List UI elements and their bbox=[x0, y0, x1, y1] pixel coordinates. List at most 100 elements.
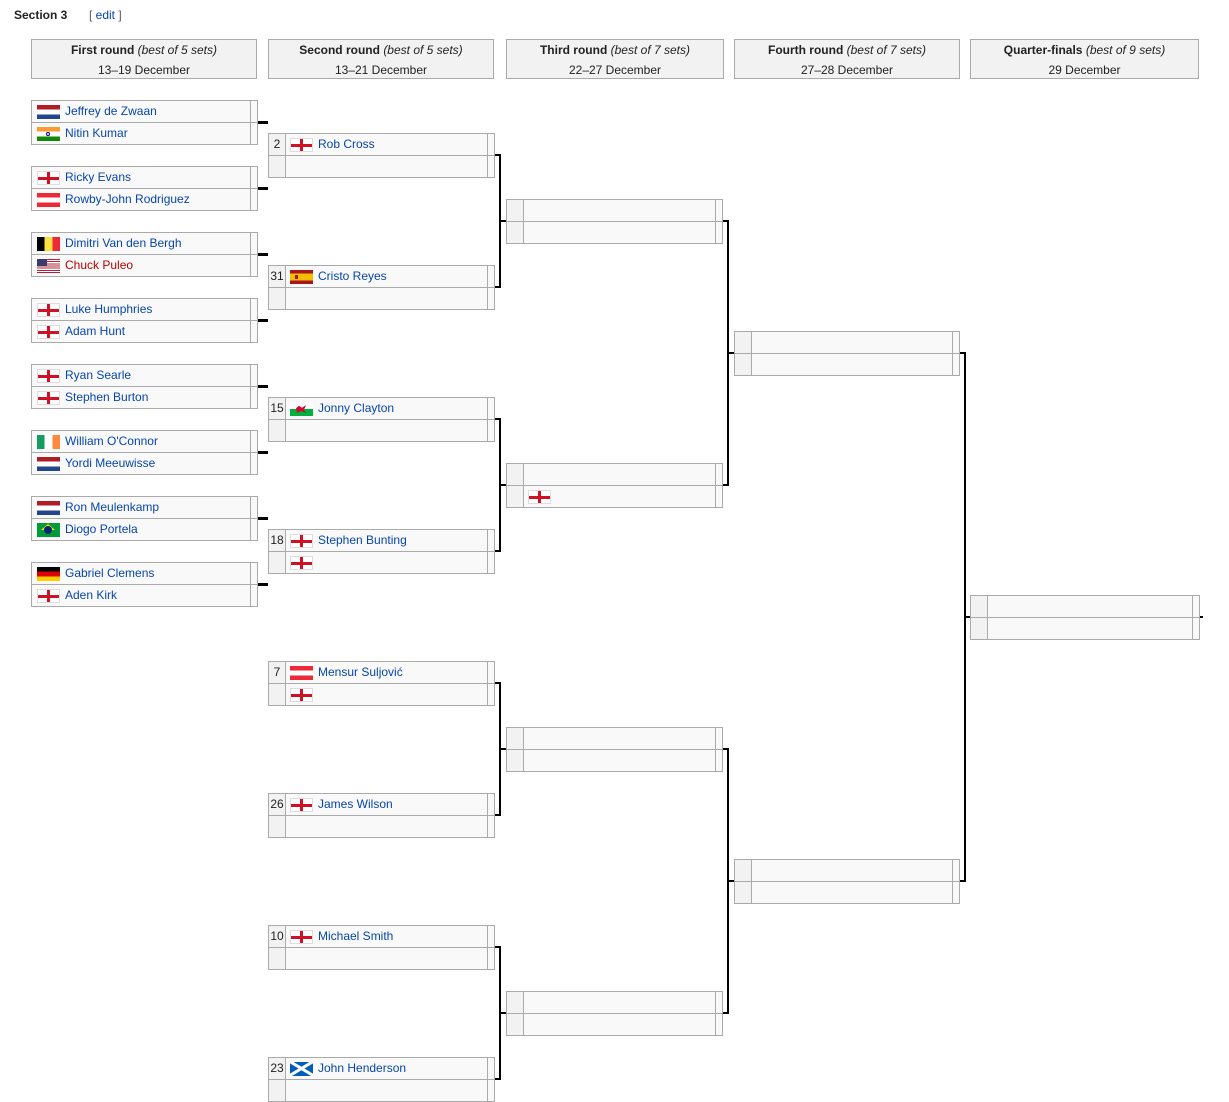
score-cell bbox=[250, 519, 257, 540]
scotland-flag-icon bbox=[290, 1062, 313, 1076]
bracket-connector bbox=[495, 418, 501, 420]
seed-number bbox=[735, 882, 752, 903]
third-round-slot bbox=[506, 749, 723, 772]
player-name-link[interactable]: Stephen Bunting bbox=[318, 533, 407, 547]
score-cell bbox=[487, 926, 494, 947]
round-format: (best of 7 sets) bbox=[846, 43, 927, 57]
england-flag-icon bbox=[37, 589, 60, 603]
round-format: (best of 7 sets) bbox=[610, 43, 691, 57]
round-dates: 13–19 December bbox=[97, 63, 191, 77]
player-name-link[interactable]: Aden Kirk bbox=[65, 588, 118, 602]
player-name-link[interactable]: William O'Connor bbox=[65, 434, 158, 448]
score-cell bbox=[487, 662, 494, 683]
player-name-link[interactable]: Ron Meulenkamp bbox=[65, 500, 160, 514]
second-round-slot bbox=[268, 1079, 495, 1102]
second-round-slot: 18 Stephen Bunting bbox=[268, 529, 495, 552]
round-dates: 29 December bbox=[1048, 63, 1121, 77]
england-flag-icon bbox=[37, 325, 60, 339]
player-name-link[interactable]: Cristo Reyes bbox=[318, 269, 387, 283]
second-round-slot: 23 John Henderson bbox=[268, 1057, 495, 1080]
player-name-link[interactable]: Jonny Clayton bbox=[318, 401, 395, 415]
seed-number: 10 bbox=[269, 926, 286, 947]
score-cell bbox=[250, 321, 257, 342]
seed-number bbox=[507, 750, 524, 771]
player-name-link[interactable]: Jeffrey de Zwaan bbox=[65, 104, 157, 118]
belgium-flag-icon bbox=[37, 237, 60, 251]
bracket-connector bbox=[960, 352, 966, 354]
round-title: Third round bbox=[539, 43, 608, 57]
england-flag-icon bbox=[37, 303, 60, 317]
third-round-slot bbox=[506, 1013, 723, 1036]
player-name-link[interactable]: Stephen Burton bbox=[65, 390, 149, 404]
bracket-connector bbox=[499, 1012, 506, 1014]
player-name-link[interactable]: Rob Cross bbox=[318, 137, 375, 151]
section-title: Section 3 bbox=[14, 8, 68, 22]
bracket-connector bbox=[258, 451, 268, 454]
quarter-finals-slot bbox=[970, 595, 1200, 618]
round-header-2: Second round (best of 5 sets)13–21 Decem… bbox=[268, 39, 494, 79]
edit-link[interactable]: edit bbox=[95, 8, 116, 22]
player-name-link[interactable]: Adam Hunt bbox=[65, 324, 126, 338]
first-round-slot: Adam Hunt bbox=[31, 320, 258, 343]
player-name-link[interactable]: Ryan Searle bbox=[65, 368, 132, 382]
england-flag-icon bbox=[37, 171, 60, 185]
player-name-link[interactable]: Michael Smith bbox=[318, 929, 394, 943]
third-round-slot bbox=[506, 485, 723, 508]
first-round-slot: Nitin Kumar bbox=[31, 122, 258, 145]
round-format: (best of 5 sets) bbox=[137, 43, 218, 57]
player-name-link[interactable]: James Wilson bbox=[318, 797, 393, 811]
player-name-link[interactable]: Dimitri Van den Bergh bbox=[65, 236, 182, 250]
seed-number: 7 bbox=[269, 662, 286, 683]
third-round-slot bbox=[506, 991, 723, 1014]
player-name-link[interactable]: Luke Humphries bbox=[65, 302, 153, 316]
player-name-link[interactable]: Chuck Puleo bbox=[65, 258, 134, 272]
wales-flag-icon bbox=[290, 402, 313, 416]
score-cell bbox=[487, 530, 494, 551]
score-cell bbox=[1192, 596, 1199, 617]
seed-number: 23 bbox=[269, 1058, 286, 1079]
player-name-link[interactable]: Diogo Portela bbox=[65, 522, 138, 536]
seed-number bbox=[269, 552, 286, 573]
round-header-line: Fourth round (best of 7 sets) bbox=[735, 40, 959, 60]
round-title: First round bbox=[70, 43, 135, 57]
score-cell bbox=[487, 684, 494, 705]
player-name-link[interactable]: Nitin Kumar bbox=[65, 126, 128, 140]
seed-number: 2 bbox=[269, 134, 286, 155]
score-cell bbox=[487, 266, 494, 287]
score-cell bbox=[487, 420, 494, 441]
fourth-round-slot bbox=[734, 331, 960, 354]
first-round-slot: Chuck Puleo bbox=[31, 254, 258, 277]
round-header-line: Quarter-finals (best of 9 sets) bbox=[971, 40, 1198, 60]
germany-flag-icon bbox=[37, 567, 60, 581]
seed-number bbox=[507, 1014, 524, 1035]
second-round-slot bbox=[268, 155, 495, 178]
bracket-connector bbox=[723, 484, 729, 486]
score-cell bbox=[952, 354, 959, 375]
austria-flag-icon bbox=[290, 666, 313, 680]
netherlands-flag-icon bbox=[37, 457, 60, 471]
usa-flag-icon bbox=[37, 259, 60, 273]
england-flag-icon bbox=[290, 688, 313, 702]
score-cell bbox=[250, 497, 257, 518]
player-name-link[interactable]: Rowby-John Rodriguez bbox=[65, 192, 190, 206]
score-cell bbox=[250, 585, 257, 606]
section-edit: [ edit ] bbox=[89, 8, 122, 22]
quarter-finals-slot bbox=[970, 617, 1200, 640]
bracket-connector bbox=[258, 385, 268, 388]
seed-number bbox=[971, 618, 988, 639]
seed-number: 18 bbox=[269, 530, 286, 551]
score-cell bbox=[250, 299, 257, 320]
seed-number bbox=[735, 860, 752, 881]
player-name-link[interactable]: Gabriel Clemens bbox=[65, 566, 155, 580]
player-name-link[interactable]: Yordi Meeuwisse bbox=[65, 456, 156, 470]
netherlands-flag-icon bbox=[37, 105, 60, 119]
player-name-link[interactable]: Ricky Evans bbox=[65, 170, 132, 184]
player-name-link[interactable]: Mensur Suljović bbox=[318, 665, 403, 679]
score-cell bbox=[250, 101, 257, 122]
player-name-link[interactable]: John Henderson bbox=[318, 1061, 407, 1075]
score-cell bbox=[952, 860, 959, 881]
first-round-slot: Jeffrey de Zwaan bbox=[31, 100, 258, 123]
score-cell bbox=[250, 563, 257, 584]
